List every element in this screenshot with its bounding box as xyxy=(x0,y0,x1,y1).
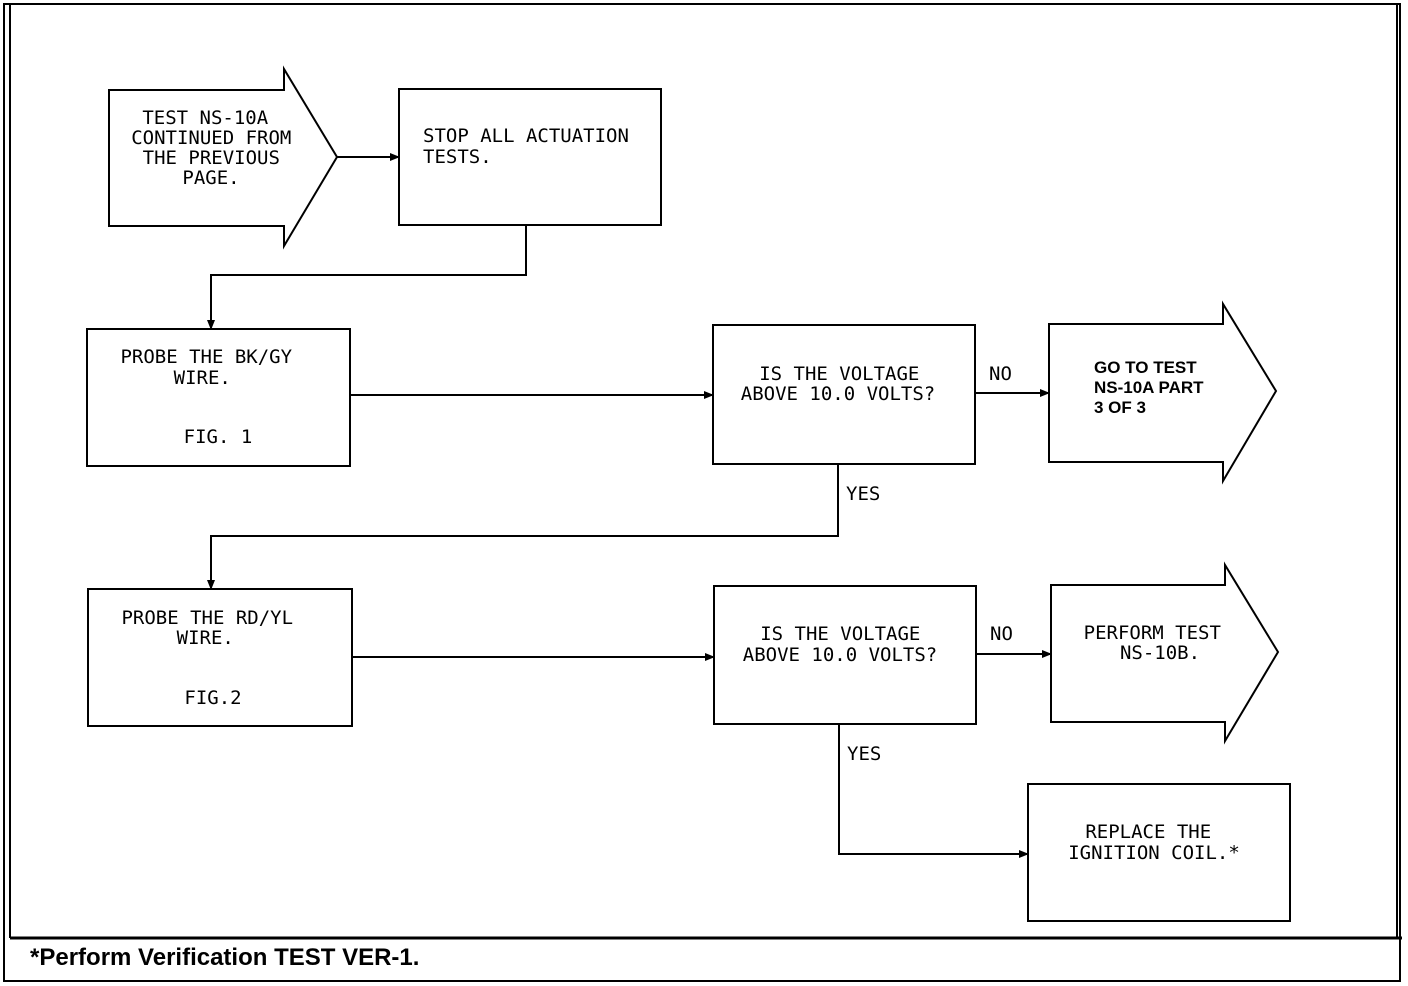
decision1-line-2: ABOVE 10.0 VOLTS? xyxy=(741,383,935,405)
probe2-line-1: PROBE THE RD/YL xyxy=(121,607,293,629)
start-line-2: CONTINUED FROM xyxy=(131,127,291,149)
stop-line-1: STOP ALL ACTUATION xyxy=(423,125,629,147)
goto-line-3: 3 OF 3 xyxy=(1094,398,1146,417)
start-node: TEST NS-10A CONTINUED FROM THE PREVIOUS … xyxy=(108,65,339,250)
edge-stop-to-probe1 xyxy=(207,225,527,330)
probe1-node: PROBE THE BK/GY WIRE. FIG. 1 xyxy=(86,328,351,467)
stop-line-2: TESTS. xyxy=(423,146,492,168)
label-d2-yes: YES xyxy=(847,743,881,765)
svg-text:PERFORM TEST NS-10B.: PERFORM TEST NS-10B. xyxy=(1084,622,1233,664)
replace-line-2: IGNITION COIL.* xyxy=(1068,842,1240,864)
stop-node: STOP ALL ACTUATION TESTS. xyxy=(398,88,662,226)
replace-node: REPLACE THE IGNITION COIL.* xyxy=(1027,783,1291,922)
edge-decision1-yes xyxy=(207,464,839,590)
label-d2-no: NO xyxy=(990,623,1013,645)
svg-text:PROBE THE BK/GY WIRE.: PROBE THE BK/GY WIRE. FIG. 1 xyxy=(120,346,303,448)
svg-text:REPLACE THE IGNITION COI: REPLACE THE IGNITION COIL.* xyxy=(1068,821,1240,864)
probe2-fig: FIG.2 xyxy=(184,687,241,709)
svg-text:IS THE VOLTAGE ABOVE 10.: IS THE VOLTAGE ABOVE 10.0 VOLTS? xyxy=(741,363,935,405)
svg-text:TEST NS-10A CONTINUED FR: TEST NS-10A CONTINUED FROM THE PREVIOUS … xyxy=(131,107,303,189)
svg-text:IS THE VOLTAGE ABOVE 10.: IS THE VOLTAGE ABOVE 10.0 VOLTS? xyxy=(743,623,937,666)
start-line-3: THE PREVIOUS xyxy=(143,147,280,169)
label-d1-yes: YES xyxy=(846,483,880,505)
goto-line-2: NS-10A PART xyxy=(1094,378,1204,397)
start-line-4: PAGE. xyxy=(182,167,239,189)
probe1-line-2: WIRE. xyxy=(174,367,231,389)
svg-text:STOP ALL ACTUATION TESTS: STOP ALL ACTUATION TESTS. xyxy=(423,125,640,168)
start-line-1: TEST NS-10A xyxy=(142,107,268,129)
footnote: *Perform Verification TEST VER-1. xyxy=(30,944,420,971)
decision2-line-2: ABOVE 10.0 VOLTS? xyxy=(743,644,937,666)
replace-line-1: REPLACE THE xyxy=(1085,821,1211,843)
outer-frame xyxy=(3,3,1401,982)
svg-text:GO TO TEST NS-10A PART: GO TO TEST NS-10A PART 3 OF 3 xyxy=(1094,358,1208,417)
perform-node: PERFORM TEST NS-10B. xyxy=(1050,561,1280,745)
decision1-line-1: IS THE VOLTAGE xyxy=(759,363,919,385)
label-d1-no: NO xyxy=(989,363,1012,385)
goto-node: GO TO TEST NS-10A PART 3 OF 3 xyxy=(1048,300,1278,485)
decision1-node: IS THE VOLTAGE ABOVE 10.0 VOLTS? xyxy=(712,324,976,465)
goto-line-1: GO TO TEST xyxy=(1094,358,1197,377)
svg-text:PROBE THE RD/YL WIRE.: PROBE THE RD/YL WIRE. FIG.2 xyxy=(121,607,304,709)
decision2-line-1: IS THE VOLTAGE xyxy=(760,623,920,645)
perform-line-1: PERFORM TEST xyxy=(1084,622,1221,644)
probe2-node: PROBE THE RD/YL WIRE. FIG.2 xyxy=(87,588,353,727)
perform-line-2: NS-10B. xyxy=(1120,642,1200,664)
connectors xyxy=(207,153,1052,858)
decision2-node: IS THE VOLTAGE ABOVE 10.0 VOLTS? xyxy=(713,585,977,725)
probe1-line-1: PROBE THE BK/GY xyxy=(120,346,292,368)
edge-decision2-yes xyxy=(838,724,1029,858)
probe2-line-2: WIRE. xyxy=(177,627,234,649)
probe1-fig: FIG. 1 xyxy=(184,426,253,448)
